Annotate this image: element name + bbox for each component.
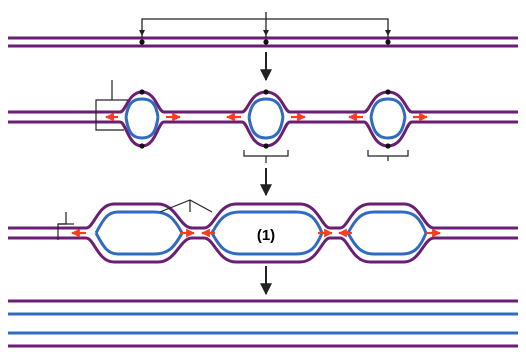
row-parent-dna bbox=[8, 12, 518, 48]
outer-strand-bottom-2 bbox=[8, 236, 518, 264]
new-strand-b3-top bbox=[369, 97, 407, 118]
new-strand-b2-bottom-2 bbox=[210, 232, 324, 256]
outer-strand-bottom bbox=[8, 120, 518, 148]
origin-tick-1 bbox=[139, 30, 145, 36]
new-strand-b1-bottom bbox=[124, 116, 160, 140]
origin-dot-3 bbox=[385, 39, 391, 45]
row-daughter-dna bbox=[8, 299, 518, 348]
outer-strand-top-2 bbox=[8, 202, 518, 230]
origin-dot-2 bbox=[263, 39, 269, 45]
origin-dot-b3-bottom bbox=[385, 143, 391, 149]
origin-dot-b3-top bbox=[385, 89, 391, 95]
origin-bracket bbox=[141, 18, 389, 38]
new-strand-b2-bottom bbox=[247, 116, 285, 140]
row-early-bubbles bbox=[8, 80, 518, 163]
row-expanded-bubbles: (1) bbox=[8, 199, 518, 264]
new-strand-b1-bottom-2 bbox=[94, 232, 184, 256]
outer-strand-top bbox=[8, 90, 518, 114]
new-strand-b1-top-2 bbox=[94, 210, 184, 234]
label-1: (1) bbox=[257, 227, 275, 244]
origin-dot-b2-bottom bbox=[263, 143, 269, 149]
origin-dot-b1-bottom bbox=[139, 143, 145, 149]
new-strand-b3-bottom bbox=[369, 116, 407, 140]
new-strand-b3-bottom-2 bbox=[346, 232, 428, 256]
new-strand-b3-top-2 bbox=[346, 210, 428, 234]
new-strand-b1-top bbox=[124, 97, 160, 118]
origin-dot-1 bbox=[139, 39, 145, 45]
origin-tick-3 bbox=[385, 30, 391, 36]
callout-bracket-left bbox=[95, 80, 124, 131]
bubble-bracket-2 bbox=[243, 150, 289, 157]
origin-dot-b2-top bbox=[263, 89, 269, 95]
new-strand-b2-top-2 bbox=[210, 210, 324, 234]
origin-tick-2 bbox=[263, 30, 269, 36]
origin-dot-b1-top bbox=[139, 89, 145, 95]
new-strand-b2-top bbox=[247, 97, 285, 118]
bubble-bracket-3 bbox=[367, 150, 409, 157]
callout-bracket-left-2 bbox=[57, 212, 67, 240]
